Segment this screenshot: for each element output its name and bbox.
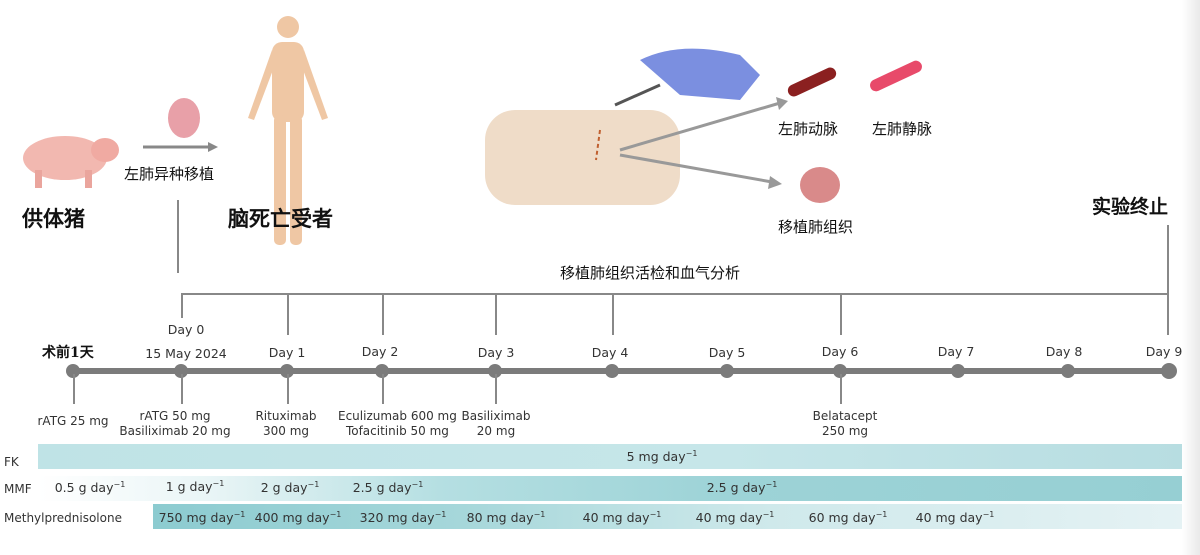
day-label: Day 2 [361, 344, 399, 359]
day-label: Day 0 [167, 322, 205, 337]
blood-tube-artery-icon [787, 67, 837, 97]
dose: 320 mg day−1 [359, 510, 447, 526]
surgery-hand-icon [485, 110, 680, 205]
donor-label: 供体猪 [22, 206, 85, 231]
page-edge-shadow [1182, 0, 1200, 555]
day-label: Day 7 [937, 344, 975, 359]
timeline-dot [1061, 364, 1075, 378]
tissue-label: 移植肺组织 [778, 218, 854, 236]
dose: 60 mg day−1 [808, 510, 888, 526]
dose: 40 mg day−1 [582, 510, 662, 526]
day-label: Day 6 [821, 344, 859, 359]
timeline-dot [833, 364, 847, 378]
blood-tube-vein-icon [870, 60, 922, 92]
timeline-dot [66, 364, 80, 378]
illustrations [23, 16, 922, 245]
day-label: Day 4 [591, 345, 629, 360]
dose: 40 mg day−1 [915, 510, 995, 526]
dose: 750 mg day−1 [158, 510, 246, 526]
timeline-axis [73, 368, 1169, 374]
dose: 1 g day−1 [165, 479, 225, 495]
timeline-dot [174, 364, 188, 378]
dose: 5 mg day−1 [626, 449, 698, 465]
dose: 2 g day−1 [260, 480, 320, 496]
methylprednisolone-label: Methylprednisolone [4, 511, 122, 525]
day-label: Day 8 [1045, 344, 1083, 359]
fk-label: FK [4, 455, 19, 469]
recipient-label: 脑死亡受者 [228, 206, 333, 231]
dose: 2.5 g day−1 [706, 480, 778, 496]
day-label: Day 9 [1145, 344, 1183, 359]
day0-date: 15 May 2024 [145, 346, 227, 361]
end-label: 实验终止 [1092, 196, 1169, 218]
transplant-label: 左肺异种移植 [124, 165, 215, 183]
pre-day-label: 术前1天 [42, 345, 94, 361]
timeline-dot [1161, 363, 1177, 379]
vein-label: 左肺静脉 [872, 120, 933, 138]
dose: 0.5 g day−1 [54, 480, 126, 496]
lung-icon [168, 98, 200, 138]
dose: 400 mg day−1 [254, 510, 342, 526]
day-label: Day 1 [268, 345, 306, 360]
dose: 2.5 g day−1 [352, 480, 424, 496]
timeline-dot [375, 364, 389, 378]
day-label: Day 3 [477, 345, 515, 360]
connector [177, 200, 179, 273]
artery-label: 左肺动脉 [778, 120, 839, 138]
human-figure-icon [248, 16, 328, 245]
pig-icon [23, 136, 119, 188]
biopsy-bracket [181, 293, 1168, 295]
timeline-dot [951, 364, 965, 378]
timeline-dot [488, 364, 502, 378]
mmf-label: MMF [4, 482, 32, 496]
dose: 80 mg day−1 [466, 510, 546, 526]
dose: 40 mg day−1 [695, 510, 775, 526]
fk-bar [38, 444, 1183, 469]
methylprednisolone-bar [153, 504, 1183, 529]
lung-tissue-icon [800, 167, 840, 203]
glove-scalpel-icon [614, 48, 760, 107]
day-label: Day 5 [708, 345, 746, 360]
timeline-dot [605, 364, 619, 378]
timeline-dot [280, 364, 294, 378]
biopsy-label: 移植肺组织活检和血气分析 [559, 264, 741, 282]
mmf-bar [38, 476, 1183, 501]
drug-label: rATG 25 mg [37, 414, 109, 428]
timeline-dot [720, 364, 734, 378]
